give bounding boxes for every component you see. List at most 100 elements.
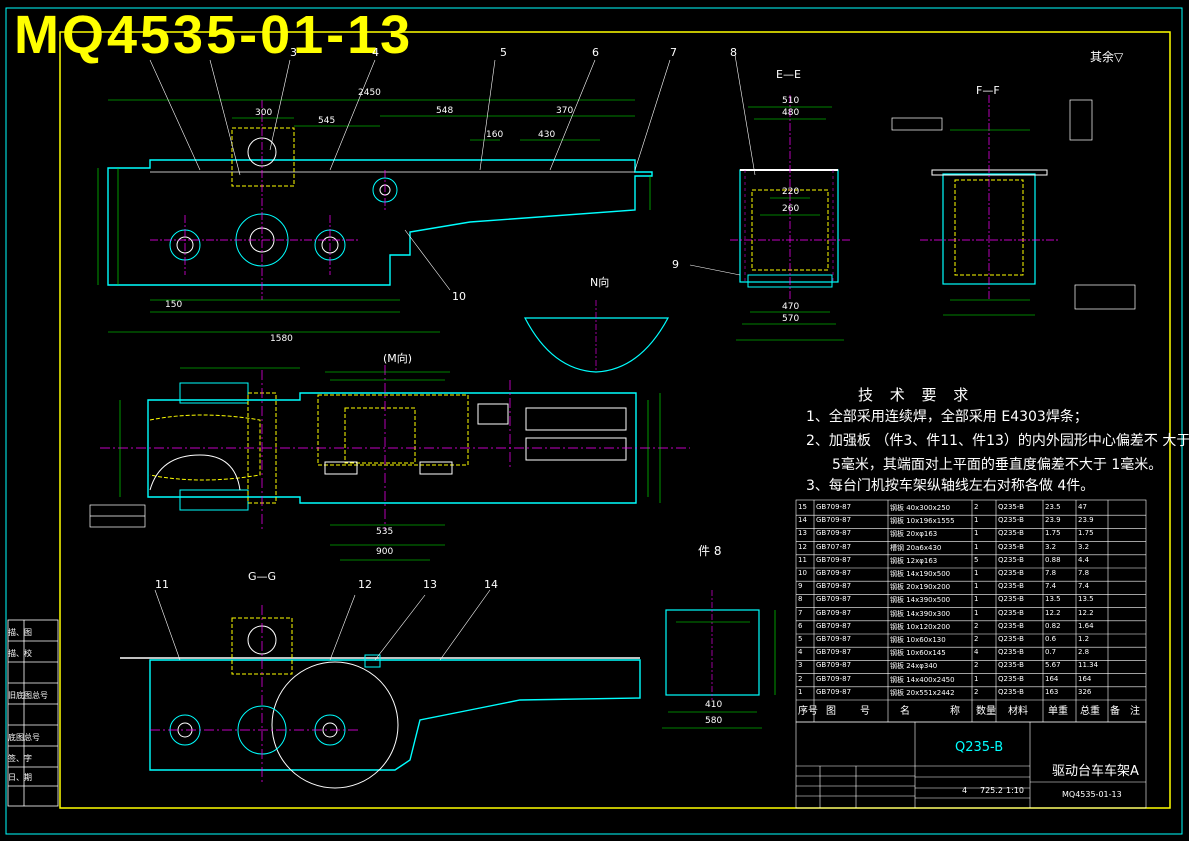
bom-cell: 5.67 (1045, 661, 1061, 670)
bom-cell: 钢板 14x390x300 (890, 609, 951, 618)
bom-cell: 1 (974, 595, 979, 604)
section-g-g (120, 589, 641, 789)
bom-cell: 钢板 20x190x200 (890, 583, 951, 592)
bom-cell: Q235-B (998, 687, 1024, 696)
bom-cell: 23.9 (1078, 516, 1094, 525)
bom-header-cell: 数量 (976, 706, 996, 717)
dim-text: 548 (436, 106, 454, 116)
bom-cell: 钢板 12xφ163 (890, 556, 938, 565)
bom-cell: 11.34 (1078, 661, 1099, 670)
bom-cell: 2.8 (1078, 648, 1090, 657)
leader-number: 4 (372, 46, 379, 59)
bom-cell: 2 (974, 621, 979, 630)
bom-cell: 1 (974, 542, 979, 551)
dim-text: 150 (165, 300, 183, 310)
dim-text: 480 (782, 108, 800, 118)
title-block-drawing-no: MQ4535-01-13 (1062, 790, 1122, 799)
bom-cell: 0.6 (1045, 635, 1057, 643)
bom-cell: Q235-B (998, 569, 1024, 577)
tech-requirements-title: 技 术 要 求 (858, 386, 975, 404)
bom-cell: 23.9 (1045, 516, 1061, 525)
bom-cell: 1 (798, 687, 803, 696)
bom-cell: GB709-87 (816, 635, 852, 643)
bom-cell: GB709-87 (816, 516, 852, 525)
bom-cell: GB709-87 (816, 529, 852, 538)
bom-cell: 23.5 (1045, 503, 1061, 511)
label-view-n: N向 (590, 276, 610, 289)
bom-cell: 15 (798, 503, 807, 511)
bom-cell: 2 (974, 503, 979, 511)
dim-text: 410 (705, 700, 723, 710)
bom-cell: 钢板 10x60x130 (890, 636, 946, 644)
bom-cell: 钢板 14x400x2450 (890, 675, 955, 684)
bom-cell: 1 (974, 608, 979, 617)
side-panel-label: 描、校 (8, 649, 32, 658)
surface-finish-note: 其余▽ (1090, 50, 1124, 64)
bom-cell: 槽钢 20a6x430 (890, 543, 942, 552)
bom-cell: 1.2 (1078, 635, 1090, 643)
bom-cell: 0.7 (1045, 648, 1057, 657)
bom-cell: Q235-B (998, 674, 1024, 683)
bom-cell: 4.4 (1078, 555, 1090, 564)
bom-cell: 326 (1078, 687, 1092, 696)
bom-cell: 8 (798, 595, 803, 604)
tech-requirement-line: 3、每台门机按车架纵轴线左右对称各做 4件。 (806, 478, 1095, 494)
dim-text: 260 (782, 204, 800, 214)
bom-cell: 1 (974, 569, 979, 577)
bom-cell: 2 (974, 687, 979, 696)
dim-text: 430 (538, 130, 556, 140)
bom-cell: Q235-B (998, 661, 1024, 670)
bom-cell: 6 (798, 621, 803, 630)
dim-text: 470 (782, 302, 800, 312)
bom-row-lines (796, 514, 1146, 701)
bom-cell: 7.4 (1045, 582, 1057, 591)
dim-text: 370 (556, 106, 574, 116)
bom-cell: Q235-B (998, 529, 1024, 538)
leader-number: 11 (155, 578, 169, 591)
bom-cell: Q235-B (998, 595, 1024, 604)
bom-cell: 钢板 24xφ340 (890, 662, 938, 671)
bom-cell: 钢板 40x300x250 (890, 504, 951, 512)
title-block-grid (795, 721, 1147, 809)
leader-number: 6 (592, 46, 599, 59)
leader-number: 10 (452, 290, 466, 303)
title-block-part-name: 驱动台车车架A (1052, 764, 1139, 779)
bom-cell: 13.5 (1045, 595, 1061, 604)
tech-requirement-line: 5毫米，其端面对上平面的垂直度偏差不大于 1毫米。 (832, 457, 1163, 473)
leader-number: 7 (670, 46, 677, 59)
label-section-g-g: G—G (248, 570, 277, 583)
bom-cell: Q235-B (998, 542, 1024, 551)
bom-cell: GB709-87 (816, 595, 852, 604)
bom-cell: 1 (974, 529, 979, 538)
side-panel-label: 日、期 (8, 773, 32, 782)
bom-cell: 钢板 20xφ163 (890, 530, 938, 539)
bom-cell: 1 (974, 674, 979, 683)
bom-header-cell: 备 (1110, 706, 1120, 717)
part8-detail (662, 590, 776, 729)
title-block-material: Q235-B (955, 740, 1004, 755)
bom-cell: 12 (798, 542, 807, 551)
bom-cell: GB709-87 (816, 569, 852, 577)
side-panel-label: 旧底图总号 (8, 691, 48, 700)
leader-number: 13 (423, 578, 437, 591)
drawing-number-large: MQ4535-01-13 (14, 5, 414, 65)
dim-text: 900 (376, 547, 394, 557)
bom-header-cell: 单重 (1048, 706, 1068, 717)
bom-cell: 12.2 (1045, 608, 1061, 617)
bom-cell: GB709-87 (816, 555, 852, 564)
bom-cell: 钢板 14x390x500 (890, 596, 951, 605)
section-e-e (689, 54, 850, 341)
bom-cell: 7 (798, 608, 803, 617)
bom-cell: 163 (1045, 687, 1059, 696)
outer-border (5, 7, 1183, 835)
bom-header-cell: 图 (826, 706, 836, 717)
bom-header-cell: 总重 (1080, 706, 1100, 717)
tech-requirement-line: 1、全部采用连续焊，全部采用 E4303焊条； (806, 409, 1088, 425)
label-view-m: (M向) (383, 352, 413, 365)
bom-cell: 47 (1078, 503, 1087, 511)
bom-cell: GB709-87 (816, 621, 852, 630)
bom-cell: GB709-87 (816, 648, 852, 657)
bom-cell: Q235-B (998, 635, 1024, 643)
bom-cell: GB709-87 (816, 608, 852, 617)
